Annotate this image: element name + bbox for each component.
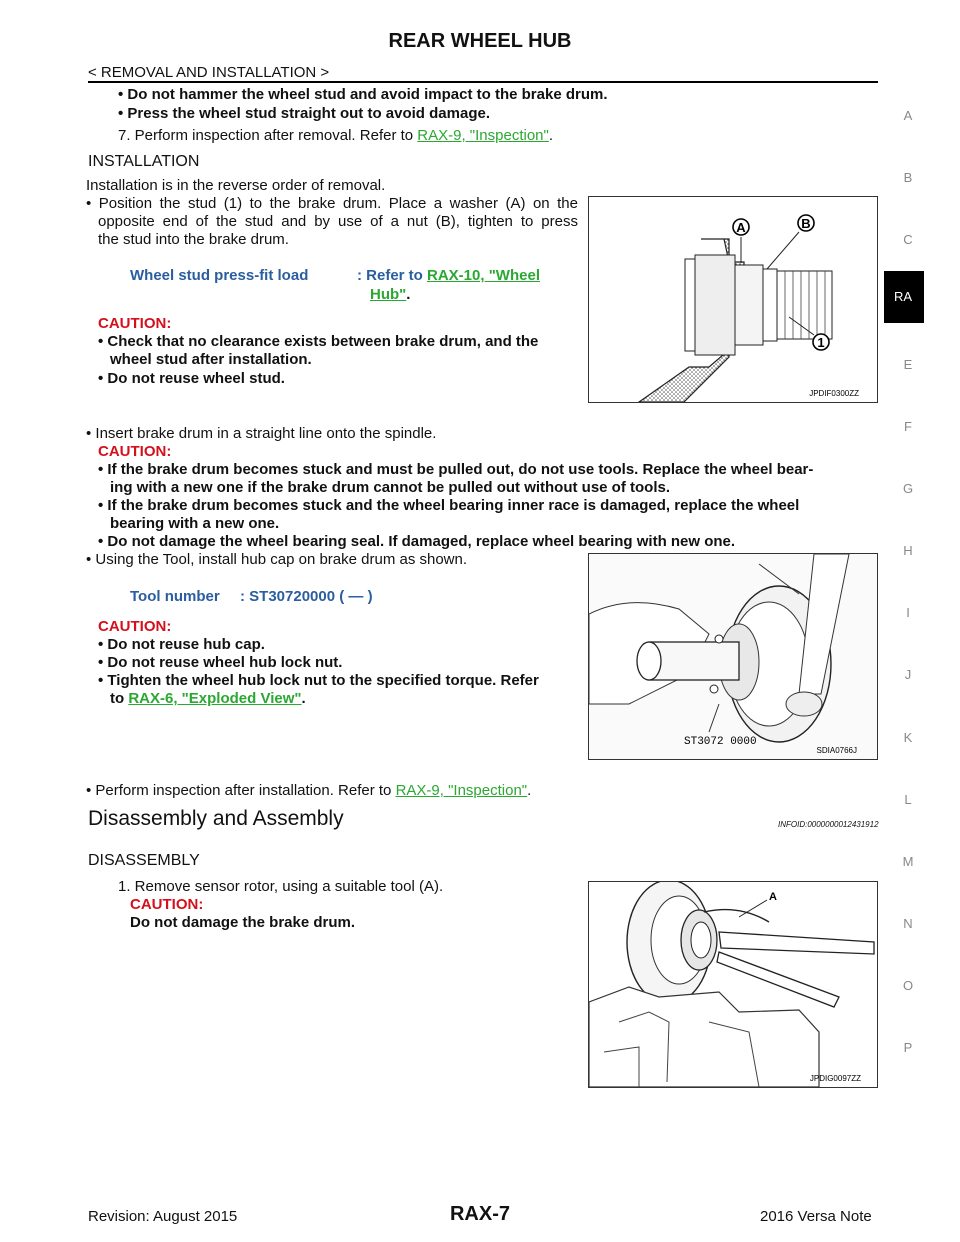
side-index-i[interactable]: I [906,605,910,620]
side-index-g[interactable]: G [902,481,914,496]
caution-3-line-2: • Do not reuse wheel hub lock nut. [98,654,343,671]
disassembly-heading: DISASSEMBLY [88,852,200,869]
callout-1: 1 [817,335,824,350]
caution-2-line-3: • If the brake drum becomes stuck and th… [98,497,800,514]
bullet-press-straight: • Press the wheel stud straight out to a… [118,105,490,122]
side-index-o[interactable]: O [902,978,914,993]
sensor-rotor-diagram: A JPDIG0097ZZ [589,882,875,1087]
perform-after-installation: • Perform inspection after installation.… [86,782,532,799]
footer-revision: Revision: August 2015 [88,1208,238,1225]
section-breadcrumb: < REMOVAL AND INSTALLATION > [88,64,330,81]
link-rax-10-wheel-hub-cont[interactable]: Hub" [370,286,407,303]
side-index-k[interactable]: K [903,730,913,745]
press-fit-label: Wheel stud press-fit load [130,267,309,284]
info-id: INFOID:0000000012431912 [778,820,879,829]
using-tool: • Using the Tool, install hub cap on bra… [86,551,468,568]
caution-label-4: CAUTION: [130,896,204,913]
caution-2-line-5: • Do not damage the wheel bearing seal. … [98,533,736,550]
side-index-b[interactable]: B [903,170,913,185]
caution-3-line-1: • Do not reuse hub cap. [98,636,265,653]
section-heading-disassembly: Disassembly and Assembly [88,807,344,830]
wheel-stud-diagram: A B 1 JPDIF0300ZZ [637,214,859,402]
link-rax-9-inspection[interactable]: RAX-9, "Inspection" [417,127,549,144]
caution-1-line-2: wheel stud after installation. [110,351,312,368]
installation-heading: INSTALLATION [88,153,200,170]
caution-3-line-4: to RAX-6, "Exploded View". [110,690,306,707]
step-7: 7. Perform inspection after removal. Ref… [118,127,554,144]
side-index-m[interactable]: M [902,854,914,869]
page-number: RAX-7 [449,1203,510,1225]
bullet-no-hammer: • Do not hammer the wheel stud and avoid… [118,86,608,103]
side-index-p[interactable]: P [903,1040,913,1055]
side-index-l[interactable]: L [904,792,912,807]
side-index-f[interactable]: F [904,419,912,434]
callout-b: B [801,216,810,231]
tool-stamp: ST3072 0000 [684,736,757,748]
caution-label-2: CAUTION: [98,443,172,460]
side-index-j[interactable]: J [904,667,912,682]
disassembly-step-1: 1. Remove sensor rotor, using a suitable… [118,878,444,895]
caution-2-line-1: • If the brake drum becomes stuck and mu… [98,461,814,478]
figure-sensor-rotor: A JPDIG0097ZZ [588,881,878,1088]
caution-1-line-3: • Do not reuse wheel stud. [98,370,285,387]
press-fit-value: : Refer to RAX-10, "Wheel [357,267,540,284]
figure-code-2: SDIA0766J [817,746,857,755]
header-rule [88,81,878,83]
caution-2-line-2: ing with a new one if the brake drum can… [110,479,671,496]
callout-tool-a: A [769,891,777,903]
install-intro: Installation is in the reverse order of … [86,177,386,194]
link-rax-9-inspection-2[interactable]: RAX-9, "Inspection" [395,782,528,799]
figure-wheel-stud: A B 1 JPDIF0300ZZ [588,196,878,403]
side-index-c[interactable]: C [903,232,913,247]
caution-label-1: CAUTION: [98,315,172,332]
figure-code-3: JPDIG0097ZZ [810,1074,861,1083]
side-index-e[interactable]: E [903,357,913,372]
caution-2-line-4: bearing with a new one. [110,515,280,532]
press-fit-value-cont: Hub". [370,286,411,303]
tool-number-label: Tool number [130,588,220,605]
caution-3-line-3: • Tighten the wheel hub lock nut to the … [98,672,539,689]
link-rax-10-wheel-hub[interactable]: RAX-10, "Wheel [427,267,540,284]
figure-hub-cap-tool: ST3072 0000 SDIA0766J [588,553,878,760]
link-rax-6-exploded-view[interactable]: RAX-6, "Exploded View" [128,690,302,707]
caution-1-line-1: • Check that no clearance exists between… [98,333,539,350]
side-index-h[interactable]: H [903,543,913,558]
figure-code-1: JPDIF0300ZZ [809,389,859,398]
side-index-n[interactable]: N [903,916,913,931]
insert-brake-drum: • Insert brake drum in a straight line o… [86,425,437,442]
callout-a: A [736,220,746,235]
page-title: REAR WHEEL HUB [388,30,572,52]
caution-label-3: CAUTION: [98,618,172,635]
tool-number-value: : ST30720000 ( — ) [240,588,373,605]
side-index-a[interactable]: A [903,108,913,123]
caution-4-line-1: Do not damage the brake drum. [130,914,356,931]
side-index-active-ra[interactable]: RA [884,271,924,323]
hub-cap-tool-diagram: ST3072 0000 SDIA0766J [589,554,877,759]
install-bullet-position-stud: • Position the stud (1) to the brake dru… [86,195,578,248]
footer-model: 2016 Versa Note [760,1208,872,1225]
